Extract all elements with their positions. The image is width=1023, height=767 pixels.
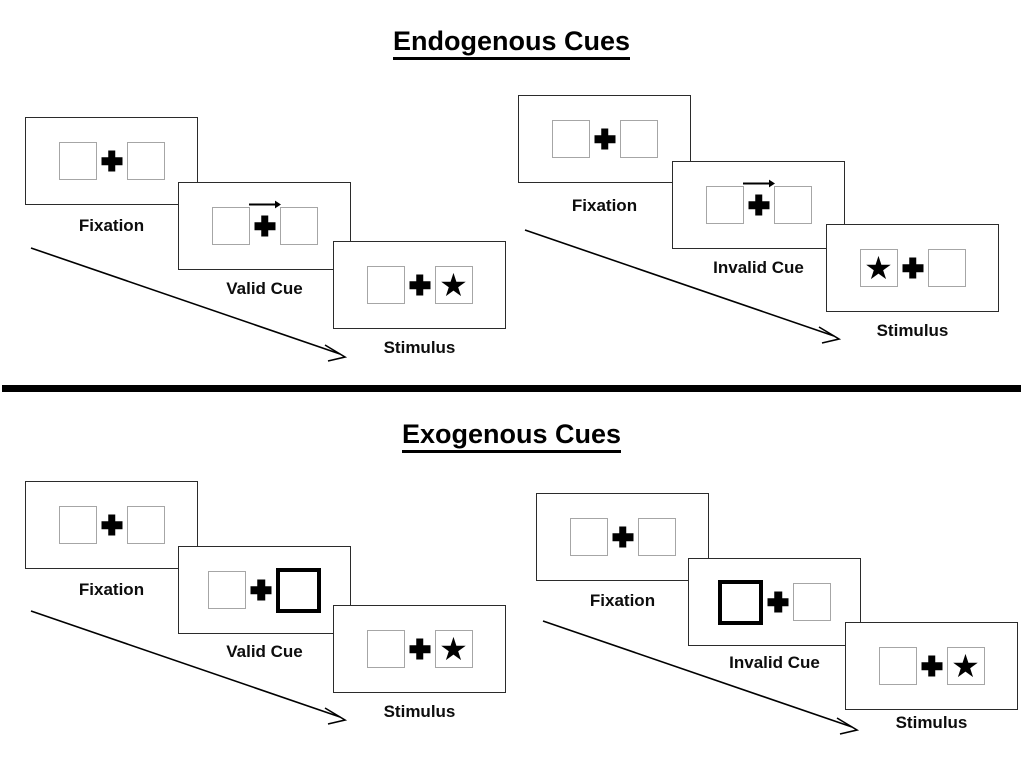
section-title-endogenous: Endogenous Cues [0,26,1023,60]
panel-label-endogenous-valid-fixation: Fixation [25,216,198,236]
stimulus-box-right [619,120,658,158]
panel-label-exogenous-invalid-fixation: Fixation [536,591,709,611]
fixation-cross-icon [405,270,435,300]
frame-content: ★ [366,266,473,304]
section-title-exogenous: Exogenous Cues [0,419,1023,453]
stimulus-box-left [551,120,590,158]
label-text: Fixation [78,580,145,599]
fixation-cross-icon [917,651,947,681]
label-text: Stimulus [895,713,968,732]
frame-content [58,506,165,544]
stimulus-box-left [878,647,917,685]
stimulus-box-right [637,518,676,556]
star-icon: ★ [439,267,468,303]
fixation-cross-icon [405,634,435,664]
panel-endogenous-invalid-fixation [518,95,691,183]
panel-exogenous-invalid-cue [688,558,861,646]
frame-content [208,567,321,613]
stimulus-box-right-cued [276,567,321,613]
panel-label-exogenous-valid-fixation: Fixation [25,580,198,600]
label-text: Fixation [589,591,656,610]
frame-content [58,142,165,180]
panel-exogenous-valid-stimulus: ★ [333,605,506,693]
fixation-cross-icon [898,253,928,283]
panel-label-exogenous-invalid-cue: Invalid Cue [688,653,861,673]
fixation-cross-icon [608,522,638,552]
sequence-arrow-endogenous-invalid [524,229,842,344]
panel-label-endogenous-invalid-stimulus: Stimulus [826,321,999,341]
frame-content [211,200,318,245]
stimulus-box-right [126,142,165,180]
panel-exogenous-invalid-fixation [536,493,709,581]
star-icon: ★ [439,631,468,667]
frame-content: ★ [366,630,473,668]
stimulus-box-left [58,142,97,180]
label-text: Valid Cue [226,642,303,661]
panel-label-endogenous-invalid-cue: Invalid Cue [672,258,845,278]
stimulus-box-right: ★ [434,630,473,668]
panel-endogenous-invalid-cue [672,161,845,249]
star-icon: ★ [951,648,980,684]
arrow-right-icon [742,179,775,188]
stimulus-box-right: ★ [946,647,985,685]
fixation-cross-icon [248,200,281,241]
label-text: Stimulus [383,338,456,357]
frame-content: ★ [878,647,985,685]
stimulus-box-left [569,518,608,556]
panel-endogenous-valid-cue [178,182,351,270]
fixation-cross-icon [246,575,276,605]
label-text: Fixation [78,216,145,235]
label-text: Stimulus [876,321,949,340]
sequence-arrow-exogenous-invalid [542,620,860,735]
stimulus-box-right [773,186,812,224]
star-icon: ★ [864,250,893,286]
stimulus-box-left [208,571,246,609]
sequence-arrow-exogenous-valid [30,610,348,725]
panel-label-endogenous-invalid-fixation: Fixation [518,196,691,216]
stimulus-box-right: ★ [434,266,473,304]
arrow-right-icon [248,200,281,209]
section-title-endogenous-text: Endogenous Cues [392,26,630,60]
panel-exogenous-valid-cue [178,546,351,634]
fixation-cross-icon [763,587,793,617]
panel-label-exogenous-valid-stimulus: Stimulus [333,702,506,722]
stimulus-box-right [279,207,318,245]
panel-endogenous-invalid-stimulus: ★ [826,224,999,312]
panel-label-endogenous-valid-cue: Valid Cue [178,279,351,299]
frame-content [551,120,658,158]
frame-content: ★ [859,249,966,287]
section-title-exogenous-text: Exogenous Cues [401,419,622,453]
frame-content [569,518,676,556]
fixation-cross-icon [97,510,127,540]
panel-exogenous-valid-fixation [25,481,198,569]
frame-content [718,579,831,625]
label-text: Valid Cue [226,279,303,298]
stimulus-box-right [927,249,966,287]
stimulus-box-right [126,506,165,544]
label-text: Fixation [571,196,638,215]
panel-label-exogenous-valid-cue: Valid Cue [178,642,351,662]
panel-label-endogenous-valid-stimulus: Stimulus [333,338,506,358]
label-text: Invalid Cue [729,653,820,672]
stimulus-box-left-cued [718,579,763,625]
fixation-cross-icon [97,146,127,176]
stimulus-box-left [58,506,97,544]
stimulus-box-right [793,583,831,621]
frame-content [705,179,812,224]
sequence-arrow-endogenous-valid [30,247,348,362]
fixation-cross-icon [742,179,775,220]
stimulus-box-left: ★ [859,249,898,287]
panel-endogenous-valid-stimulus: ★ [333,241,506,329]
panel-endogenous-valid-fixation [25,117,198,205]
panel-label-exogenous-invalid-stimulus: Stimulus [845,713,1018,733]
stimulus-box-left [366,266,405,304]
panel-exogenous-invalid-stimulus: ★ [845,622,1018,710]
stimulus-box-left [366,630,405,668]
section-divider [2,385,1021,392]
stimulus-box-left [705,186,744,224]
stimulus-box-left [211,207,250,245]
fixation-cross-icon [590,124,620,154]
label-text: Stimulus [383,702,456,721]
label-text: Invalid Cue [713,258,804,277]
